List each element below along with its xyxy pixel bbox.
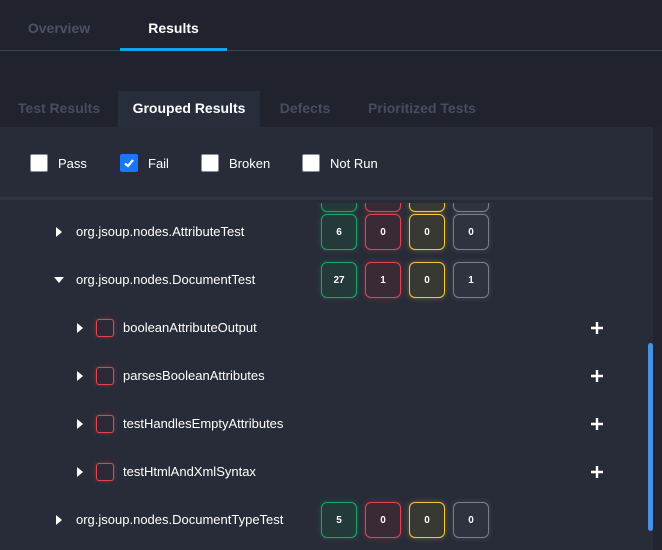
fail-status-icon: [96, 319, 114, 337]
broken-count-badge: 0: [409, 502, 445, 538]
pass-count-badge: 5: [321, 502, 357, 538]
tab-results-label: Results: [148, 20, 199, 36]
filter-broken-label: Broken: [229, 155, 271, 171]
test-name: testHandlesEmptyAttributes: [123, 416, 284, 431]
fail-status-icon: [96, 463, 114, 481]
test-name: booleanAttributeOutput: [123, 320, 257, 335]
subtab-grouped-results[interactable]: Grouped Results: [118, 91, 260, 127]
fail-status-icon: [96, 367, 114, 385]
check-icon: [124, 159, 134, 168]
group-name: org.jsoup.nodes.AttributeTest: [76, 224, 245, 239]
filter-broken-checkbox[interactable]: [201, 154, 219, 172]
top-tab-bar: Overview Results: [0, 0, 662, 51]
pass-count-badge: [321, 203, 357, 212]
filter-not-run-checkbox[interactable]: [302, 154, 320, 172]
caret-right-icon[interactable]: [53, 226, 65, 238]
caret-right-icon[interactable]: [74, 418, 86, 430]
subtab-prioritized-tests[interactable]: Prioritized Tests: [360, 91, 484, 127]
caret-right-icon[interactable]: [53, 514, 65, 526]
pass-count-badge: 27: [321, 262, 357, 298]
caret-down-icon[interactable]: [53, 274, 65, 286]
group-row[interactable]: org.jsoup.nodes.AttributeTest 6 0 0 0: [0, 214, 653, 262]
tab-results[interactable]: Results: [120, 20, 227, 51]
test-row[interactable]: testHandlesEmptyAttributes: [0, 406, 653, 454]
filter-pass-checkbox[interactable]: [30, 154, 48, 172]
caret-right-icon[interactable]: [74, 466, 86, 478]
plus-icon[interactable]: [590, 465, 604, 479]
filter-fail[interactable]: Fail: [120, 153, 169, 173]
plus-icon[interactable]: [590, 321, 604, 335]
broken-count-badge: [409, 203, 445, 212]
subtab-defects-label: Defects: [279, 100, 331, 116]
broken-count-badge: 0: [409, 214, 445, 250]
caret-right-icon[interactable]: [74, 370, 86, 382]
tab-overview-label: Overview: [27, 20, 91, 36]
not-run-count-badge: 1: [453, 262, 489, 298]
filter-broken[interactable]: Broken: [201, 153, 270, 173]
not-run-count-badge: 0: [453, 214, 489, 250]
plus-icon[interactable]: [590, 417, 604, 431]
group-row-partial[interactable]: [0, 203, 653, 218]
tab-overview[interactable]: Overview: [20, 20, 98, 51]
subtab-test-results-label: Test Results: [17, 100, 101, 116]
test-row[interactable]: testHtmlAndXmlSyntax: [0, 454, 653, 502]
fail-count-badge: 0: [365, 502, 401, 538]
fail-count-badge: 0: [365, 214, 401, 250]
test-row[interactable]: parsesBooleanAttributes: [0, 358, 653, 406]
grouped-results-list: org.jsoup.nodes.AttributeTest 6 0 0 0 or…: [0, 203, 653, 550]
pass-count-badge: 6: [321, 214, 357, 250]
plus-icon[interactable]: [590, 369, 604, 383]
subtab-prioritized-tests-label: Prioritized Tests: [368, 100, 476, 116]
right-gutter: [653, 127, 662, 550]
grouped-results-panel: Pass Fail Broken Not Run: [0, 127, 653, 550]
subtab-grouped-results-label: Grouped Results: [132, 100, 246, 116]
subtab-defects[interactable]: Defects: [272, 91, 338, 127]
filter-fail-label: Fail: [148, 155, 169, 171]
filter-fail-checkbox[interactable]: [120, 154, 138, 172]
status-filter-bar: Pass Fail Broken Not Run: [0, 127, 653, 200]
test-name: testHtmlAndXmlSyntax: [123, 464, 256, 479]
not-run-count-badge: 0: [453, 502, 489, 538]
group-name: org.jsoup.nodes.DocumentTypeTest: [76, 512, 284, 527]
group-row[interactable]: org.jsoup.nodes.DocumentTest 27 1 0 1: [0, 262, 653, 310]
fail-count-badge: [365, 203, 401, 212]
fail-count-badge: 1: [365, 262, 401, 298]
test-row[interactable]: booleanAttributeOutput: [0, 310, 653, 358]
subtab-test-results[interactable]: Test Results: [12, 91, 106, 127]
sub-tab-bar: Test Results Grouped Results Defects Pri…: [0, 91, 662, 127]
filter-not-run[interactable]: Not Run: [302, 153, 378, 173]
filter-not-run-label: Not Run: [330, 155, 378, 171]
list-scrollbar-thumb[interactable]: [648, 343, 653, 531]
group-name: org.jsoup.nodes.DocumentTest: [76, 272, 256, 287]
fail-status-icon: [96, 415, 114, 433]
not-run-count-badge: [453, 203, 489, 212]
active-tab-indicator: [120, 48, 227, 51]
broken-count-badge: 0: [409, 262, 445, 298]
test-name: parsesBooleanAttributes: [123, 368, 265, 383]
caret-right-icon[interactable]: [74, 322, 86, 334]
filter-pass[interactable]: Pass: [30, 153, 87, 173]
filter-pass-label: Pass: [58, 155, 87, 171]
group-row[interactable]: org.jsoup.nodes.DocumentTypeTest 5 0 0 0: [0, 502, 653, 550]
